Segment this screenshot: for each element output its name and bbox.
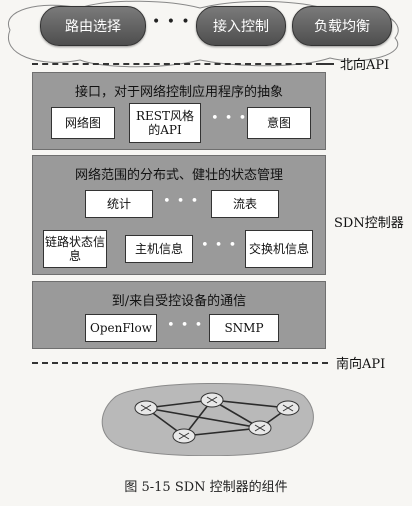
box-network-graph: 网络图 <box>51 107 115 139</box>
box-link-state: 链路状态信息 <box>43 230 107 268</box>
figure-caption: 图 5-15 SDN 控制器的组件 <box>124 480 288 495</box>
layer2-row1-ellipsis: • • • <box>163 194 200 209</box>
box-rest-api: REST风格的API <box>129 103 201 143</box>
layer1-ellipsis: • • • <box>211 111 248 126</box>
layer-state-management: 网络范围的分布式、健壮的状态管理 统计 • • • 流表 链路状态信息 主机信息… <box>32 155 326 275</box>
app-routing: 路由选择 <box>40 6 146 46</box>
layer3-ellipsis: • • • <box>167 318 204 333</box>
northbound-api-label: 北向API <box>340 58 390 73</box>
layer1-title: 接口，对于网络控制应用程序的抽象 <box>74 85 283 100</box>
northbound-api-line <box>32 63 322 65</box>
northbound-api-line-tail <box>322 63 334 65</box>
southbound-api-line <box>32 362 328 364</box>
layer-device-communication: 到/来自受控设备的通信 OpenFlow • • • SNMP <box>32 281 326 349</box>
sdn-controller-label: SDN控制器 <box>334 216 404 231</box>
app-load-balancing: 负载均衡 <box>292 6 392 46</box>
box-openflow: OpenFlow <box>85 314 157 342</box>
layer-api-abstraction: 接口，对于网络控制应用程序的抽象 网络图 REST风格的API • • • 意图 <box>32 72 326 150</box>
switch-icon <box>134 392 300 444</box>
layer2-row2-ellipsis: • • • <box>201 238 238 253</box>
box-statistics: 统计 <box>85 190 153 218</box>
apps-ellipsis: • • • <box>152 14 191 30</box>
switch-network <box>101 382 314 456</box>
app-access-control: 接入控制 <box>196 6 286 46</box>
application-cloud <box>7 0 399 68</box>
box-host-info: 主机信息 <box>125 235 193 263</box>
box-snmp: SNMP <box>209 314 279 342</box>
southbound-api-label: 南向API <box>336 357 386 372</box>
layer2-title: 网络范围的分布式、健壮的状态管理 <box>74 168 283 183</box>
box-intent: 意图 <box>247 107 311 139</box>
box-flow-table: 流表 <box>211 190 279 218</box>
layer3-title: 到/来自受控设备的通信 <box>111 294 247 309</box>
box-switch-info: 交换机信息 <box>245 230 313 268</box>
